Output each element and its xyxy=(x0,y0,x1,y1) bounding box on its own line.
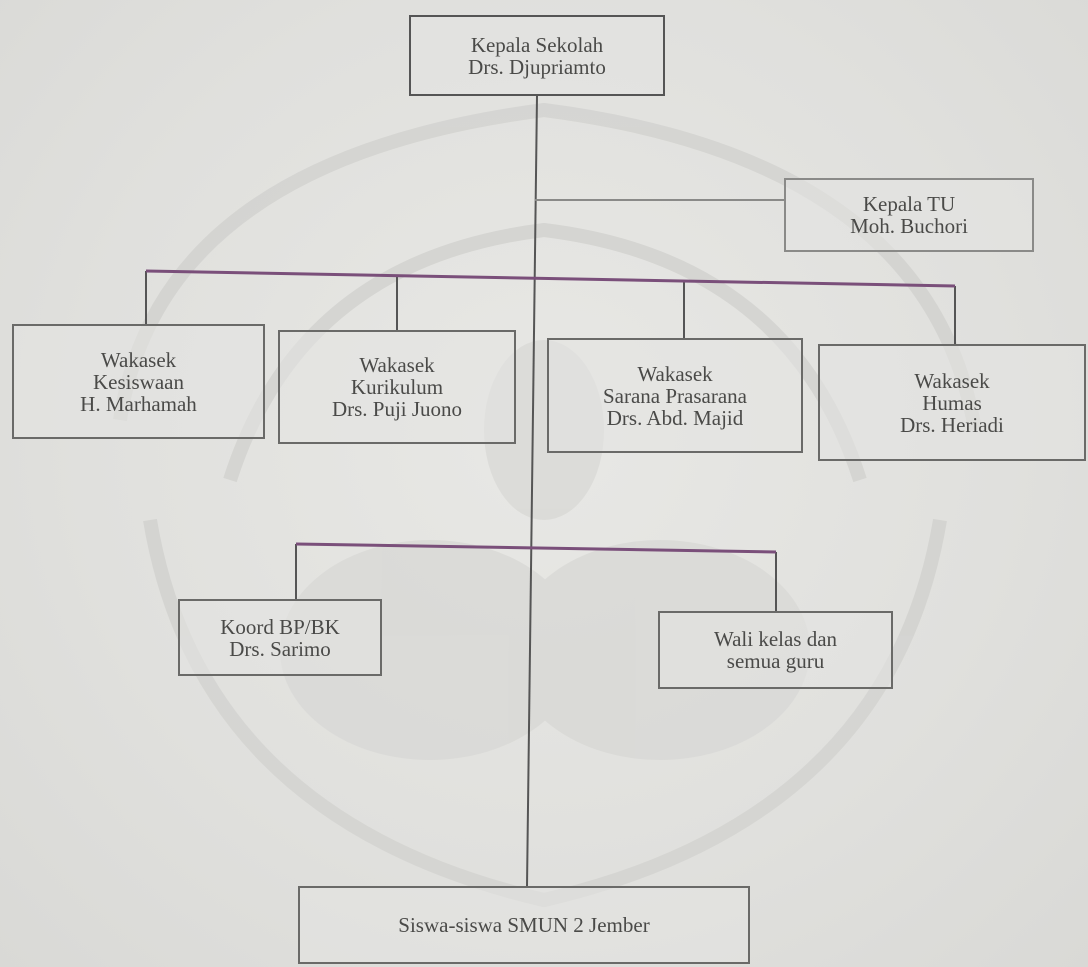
node-kepala-sekolah: Kepala Sekolah Drs. Djupriamto xyxy=(409,15,665,96)
node-koord-bpbk: Koord BP/BK Drs. Sarimo xyxy=(178,599,382,676)
kepala-sekolah-title: Kepala Sekolah xyxy=(470,32,604,57)
kurikulum-role: Wakasek xyxy=(359,353,435,377)
sarana-name: Drs. Abd. Majid xyxy=(606,405,744,430)
guru-bar xyxy=(295,542,777,554)
node-kepala-tu: Kepala TU Moh. Buchori xyxy=(784,178,1034,252)
sarana-role: Wakasek xyxy=(637,361,713,386)
kesiswaan-name: H. Marhamah xyxy=(80,391,197,416)
kesiswaan-role: Wakasek xyxy=(100,347,177,372)
node-siswa: Siswa-siswa SMUN 2 Jember xyxy=(298,886,750,964)
node-wali-kelas: Wali kelas dan semua guru xyxy=(658,611,893,689)
node-wakasek-humas: Wakasek Humas Drs. Heriadi xyxy=(818,344,1086,461)
siswa-label: Siswa-siswa SMUN 2 Jember xyxy=(398,913,650,937)
node-wakasek-kesiswaan: Wakasek Kesiswaan H. Marhamah xyxy=(12,324,265,439)
humas-role: Wakasek xyxy=(914,368,990,393)
kepala-tu-name: Moh. Buchori xyxy=(850,214,968,238)
wali-line1: Wali kelas dan xyxy=(713,627,838,651)
bpbk-title: Koord BP/BK xyxy=(220,614,340,639)
wali-line2: semua guru xyxy=(726,649,825,673)
kesiswaan-field: Kesiswaan xyxy=(93,369,184,394)
kurikulum-name: Drs. Puji Juono xyxy=(331,397,463,421)
humas-name: Drs. Heriadi xyxy=(900,412,1004,437)
kepala-sekolah-name: Drs. Djupriamto xyxy=(468,54,606,79)
node-wakasek-sarana: Wakasek Sarana Prasarana Drs. Abd. Majid xyxy=(547,338,803,453)
bpbk-name: Drs. Sarimo xyxy=(229,636,331,661)
humas-field: Humas xyxy=(922,390,982,415)
kepala-tu-title: Kepala TU xyxy=(862,192,956,216)
trunk-line xyxy=(526,95,538,887)
kurikulum-field: Kurikulum xyxy=(350,375,444,399)
wakasek-bar xyxy=(145,269,956,288)
sarana-field: Sarana Prasarana xyxy=(602,383,747,408)
node-wakasek-kurikulum: Wakasek Kurikulum Drs. Puji Juono xyxy=(278,330,516,444)
